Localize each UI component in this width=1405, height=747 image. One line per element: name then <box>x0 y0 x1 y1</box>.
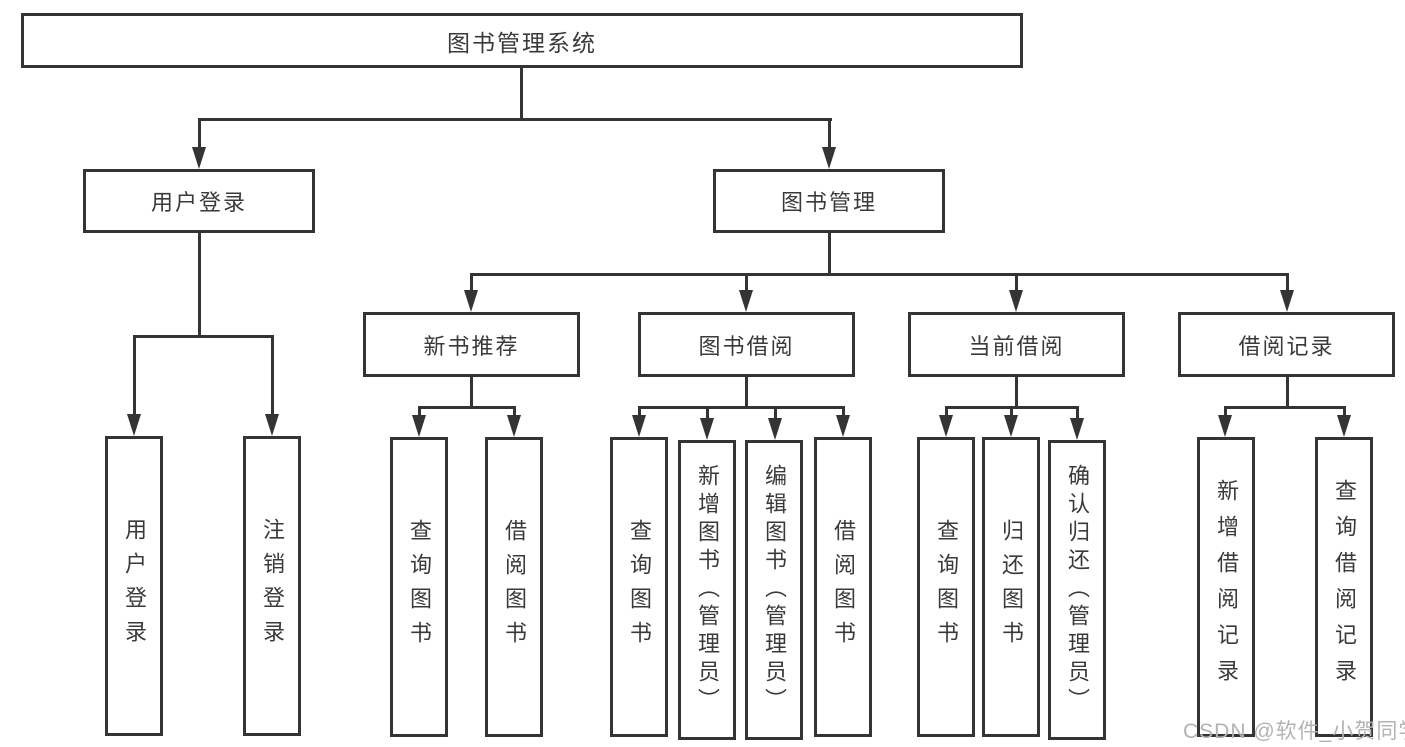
node-label: 图书管理 <box>780 190 877 215</box>
leaf-query-books-3: 查询图书 <box>917 437 975 737</box>
arrow-down-icon <box>1070 418 1084 440</box>
connector-arrow-book-mgmt <box>828 118 831 149</box>
leaf-add-borrow-record: 新增借阅记录 <box>1197 437 1255 737</box>
node-current-borrow: 当前借阅 <box>908 312 1125 377</box>
node-book-borrow: 图书借阅 <box>638 312 855 377</box>
arrow-down-icon <box>700 418 714 440</box>
leaf-edit-books-admin: 编辑图书（管理员） <box>745 440 803 740</box>
connector-arrow-l3-2 <box>745 273 748 292</box>
leaf-return-books: 归还图书 <box>982 437 1040 737</box>
connector-root-rail <box>198 118 832 121</box>
arrow-down-icon <box>632 415 646 437</box>
leaf-logout: 注销登录 <box>243 436 301 736</box>
connector-user-stem <box>198 233 201 338</box>
leaf-add-books-admin: 新增图书（管理员） <box>678 440 736 740</box>
node-label: 新增借阅记录 <box>1214 479 1239 695</box>
connector-arrow-user-login <box>198 118 201 149</box>
connector-arrow-l3-1 <box>470 273 473 292</box>
node-label: 新增图书（管理员） <box>695 464 720 716</box>
arrow-down-icon <box>127 414 141 436</box>
node-label: 查询图书 <box>407 519 432 655</box>
node-label: 查询图书 <box>934 519 959 655</box>
arrow-down-icon <box>1218 415 1232 437</box>
connector-arrow-records-2 <box>1343 406 1346 417</box>
connector-bookmgmt-rail <box>470 273 1289 276</box>
node-label: 借阅图书 <box>831 519 856 655</box>
node-root-library-system: 图书管理系统 <box>21 13 1023 68</box>
connector-arrow-user-leaf2 <box>271 335 274 416</box>
arrow-down-icon <box>768 418 782 440</box>
node-label: 注销登录 <box>260 518 285 654</box>
leaf-user-login: 用户登录 <box>105 436 163 736</box>
node-new-book-recommend: 新书推荐 <box>363 312 580 377</box>
node-label: 新书推荐 <box>423 333 520 359</box>
node-borrow-records: 借阅记录 <box>1178 312 1395 377</box>
arrow-down-icon <box>507 415 521 437</box>
connector-arrow-l3-4 <box>1286 273 1289 292</box>
arrow-down-icon <box>464 290 478 312</box>
connector-arrow-newbook-1 <box>418 406 421 417</box>
node-label: 借阅图书 <box>502 519 527 655</box>
connector-arrow-current-1 <box>945 406 948 417</box>
connector-newbook-stem <box>470 377 473 409</box>
node-book-management: 图书管理 <box>713 169 945 233</box>
node-label: 编辑图书（管理员） <box>762 464 787 716</box>
connector-arrow-borrow-1 <box>638 406 641 417</box>
connector-arrow-borrow-2 <box>706 406 709 420</box>
connector-newbook-rail <box>418 406 516 409</box>
node-label: 用户登录 <box>150 190 247 215</box>
arrow-down-icon <box>192 147 206 169</box>
leaf-query-books-1: 查询图书 <box>390 437 448 737</box>
arrow-down-icon <box>822 147 836 169</box>
connector-arrow-current-2 <box>1010 406 1013 417</box>
arrow-down-icon <box>265 414 279 436</box>
arrow-down-icon <box>1280 290 1294 312</box>
leaf-confirm-return-admin: 确认归还（管理员） <box>1048 440 1106 740</box>
node-label: 确认归还（管理员） <box>1065 464 1090 716</box>
connector-current-stem <box>1015 377 1018 409</box>
leaf-query-books-2: 查询图书 <box>610 437 668 737</box>
node-user-login: 用户登录 <box>83 169 315 233</box>
node-label: 查询借阅记录 <box>1332 479 1357 695</box>
connector-arrow-user-leaf1 <box>133 335 136 416</box>
connector-arrow-borrow-3 <box>774 406 777 420</box>
connector-records-stem <box>1286 377 1289 409</box>
connector-arrow-borrow-4 <box>842 406 845 417</box>
node-label: 当前借阅 <box>968 333 1065 359</box>
leaf-borrow-books-2: 借阅图书 <box>814 437 872 737</box>
node-label: 借阅记录 <box>1238 333 1335 359</box>
node-label: 查询图书 <box>627 519 652 655</box>
arrow-down-icon <box>1337 415 1351 437</box>
arrow-down-icon <box>1004 415 1018 437</box>
arrow-down-icon <box>939 415 953 437</box>
connector-arrow-l3-3 <box>1015 273 1018 292</box>
leaf-borrow-books-1: 借阅图书 <box>485 437 543 737</box>
connector-arrow-newbook-2 <box>513 406 516 417</box>
leaf-query-borrow-record: 查询借阅记录 <box>1315 437 1373 737</box>
connector-borrow-stem <box>745 377 748 409</box>
connector-root-stem <box>520 68 523 120</box>
connector-bookmgmt-stem <box>828 233 831 276</box>
connector-borrow-rail <box>638 406 844 409</box>
arrow-down-icon <box>739 290 753 312</box>
arrow-down-icon <box>1009 290 1023 312</box>
connector-arrow-records-1 <box>1224 406 1227 417</box>
arrow-down-icon <box>836 415 850 437</box>
connector-records-rail <box>1224 406 1345 409</box>
node-label: 图书管理系统 <box>447 29 597 56</box>
csdn-watermark: CSDN @软件_小贺同学 <box>1183 720 1405 743</box>
connector-arrow-current-3 <box>1076 406 1079 420</box>
node-label: 图书借阅 <box>698 333 795 359</box>
node-label: 归还图书 <box>999 519 1024 655</box>
node-label: 用户登录 <box>122 518 147 654</box>
connector-user-rail <box>133 335 274 338</box>
arrow-down-icon <box>412 415 426 437</box>
